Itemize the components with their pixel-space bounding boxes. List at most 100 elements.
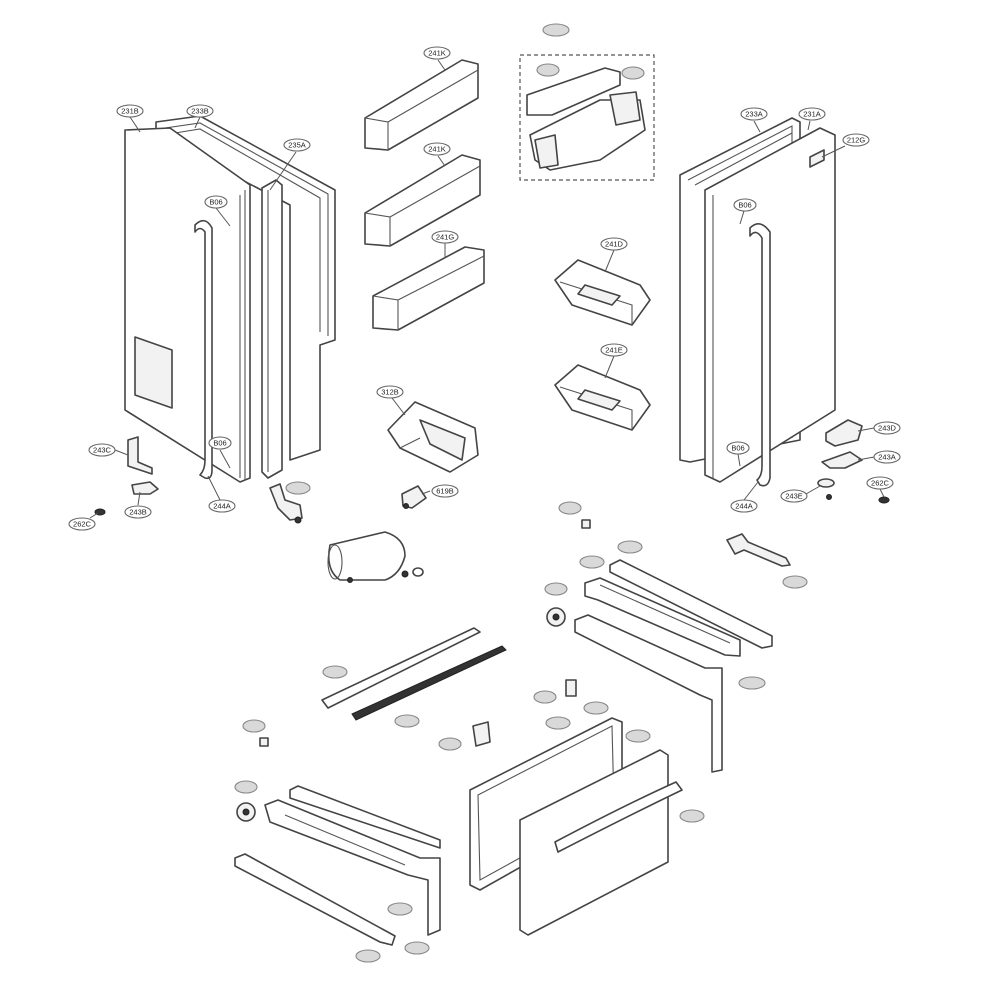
small-latch <box>472 721 491 747</box>
callout-262C-left: 262C <box>68 517 96 531</box>
callout-244A-right: 244A <box>730 499 758 513</box>
svg-text:619B: 619B <box>436 487 454 496</box>
callout-illegible <box>545 716 571 730</box>
svg-text:244A: 244A <box>213 502 231 511</box>
callout-illegible <box>782 575 808 589</box>
left-door-panel <box>124 127 251 483</box>
callout-illegible <box>617 540 643 554</box>
callout-illegible <box>394 714 420 728</box>
right-drawer-rail-assembly <box>546 559 773 773</box>
door-bins-column <box>364 59 485 331</box>
callout-illegible <box>404 941 430 955</box>
callout-241K-upper: 241K <box>423 46 451 60</box>
tray-241D <box>554 259 651 326</box>
svg-text:231A: 231A <box>803 110 821 119</box>
svg-text:241K: 241K <box>428 145 446 154</box>
callout-233B: 233B <box>186 104 214 118</box>
svg-text:262C: 262C <box>871 479 890 488</box>
svg-text:B06: B06 <box>213 439 226 448</box>
svg-text:312B: 312B <box>381 388 399 397</box>
callout-illegible <box>583 701 609 715</box>
ice-bin-assembly-box <box>519 54 655 181</box>
small-clip-left <box>259 737 269 747</box>
hinge-243D <box>825 419 863 447</box>
callout-illegible <box>387 902 413 916</box>
left-upper-rail <box>289 785 441 849</box>
callout-235A: 235A <box>283 138 311 152</box>
drawer-door-panel <box>519 749 683 936</box>
callout-illegible <box>536 63 560 77</box>
svg-text:241K: 241K <box>428 49 446 58</box>
wrench-tool <box>726 533 791 567</box>
svg-text:243B: 243B <box>129 508 147 517</box>
callout-231B: 231B <box>116 104 144 118</box>
svg-text:243C: 243C <box>93 446 112 455</box>
valve-619B <box>401 485 427 509</box>
callout-241E: 241E <box>600 343 628 357</box>
gasket-strips <box>321 627 507 721</box>
callout-B06-right-lower: B06 <box>726 441 750 455</box>
tray-241E <box>554 364 651 431</box>
motor-cylinder <box>327 531 424 583</box>
small-clip-center <box>565 679 577 697</box>
lower-rail-with-post <box>574 614 723 773</box>
washer-262C-right <box>878 496 890 504</box>
hinge-243B <box>131 481 159 495</box>
callout-illegible <box>355 949 381 963</box>
callout-243C: 243C <box>88 443 116 457</box>
callouts: 231B 233B 235A B06 B06 243C 243B 262C 24… <box>68 23 901 963</box>
mullion-spring <box>269 483 303 521</box>
svg-text:241E: 241E <box>605 346 623 355</box>
callout-262C-right: 262C <box>866 476 894 490</box>
callout-illegible <box>621 66 645 80</box>
ice-bin-upper <box>526 67 621 116</box>
callout-B06-left-upper: B06 <box>204 195 228 209</box>
door-bin-241K-lower <box>364 154 481 247</box>
callout-illegible <box>322 665 348 679</box>
svg-text:233A: 233A <box>745 110 763 119</box>
left-lower-rail <box>234 853 396 946</box>
small-connector <box>581 519 591 529</box>
hinge-243E <box>817 478 835 488</box>
right-door-handle <box>749 223 771 487</box>
drawer-handle <box>554 781 683 853</box>
callout-619B: 619B <box>431 484 459 498</box>
callout-241D: 241D <box>600 237 628 251</box>
callout-illegible <box>558 501 582 515</box>
left-door-mullion <box>261 179 283 479</box>
callout-241G: 241G <box>431 230 459 244</box>
svg-text:231B: 231B <box>121 107 139 116</box>
left-door-handle <box>194 219 213 480</box>
right-door-assembly <box>679 117 890 504</box>
callout-B06-left-lower: B06 <box>208 436 232 450</box>
right-door-label-212G <box>809 149 825 168</box>
svg-text:243A: 243A <box>878 453 896 462</box>
svg-text:241G: 241G <box>436 233 455 242</box>
svg-text:B06: B06 <box>209 198 222 207</box>
callout-illegible <box>679 809 705 823</box>
hinge-bracket-243C <box>127 436 153 475</box>
svg-text:235A: 235A <box>288 141 306 150</box>
door-bin-241G <box>372 246 485 331</box>
callout-illegible <box>625 729 651 743</box>
callout-243E: 243E <box>780 489 808 503</box>
callout-231A: 231A <box>798 107 826 121</box>
callout-233A: 233A <box>740 107 768 121</box>
callout-illegible <box>579 555 605 569</box>
left-drawer-rail-assembly <box>234 785 441 946</box>
callout-241K-lower: 241K <box>423 142 451 156</box>
callout-illegible <box>533 690 557 704</box>
callout-illegible <box>438 737 462 751</box>
callout-illegible <box>544 582 568 596</box>
callout-243A: 243A <box>873 450 901 464</box>
callout-illegible <box>234 780 258 794</box>
callout-illegible <box>285 481 311 495</box>
door-bin-241K-upper <box>364 59 479 151</box>
callout-244A-left: 244A <box>208 499 236 513</box>
hinge-243A <box>821 451 863 469</box>
callout-243D: 243D <box>873 421 901 435</box>
svg-text:233B: 233B <box>191 107 209 116</box>
callout-212G: 212G <box>842 133 870 147</box>
svg-text:B06: B06 <box>731 444 744 453</box>
left-door-assembly <box>94 115 336 524</box>
